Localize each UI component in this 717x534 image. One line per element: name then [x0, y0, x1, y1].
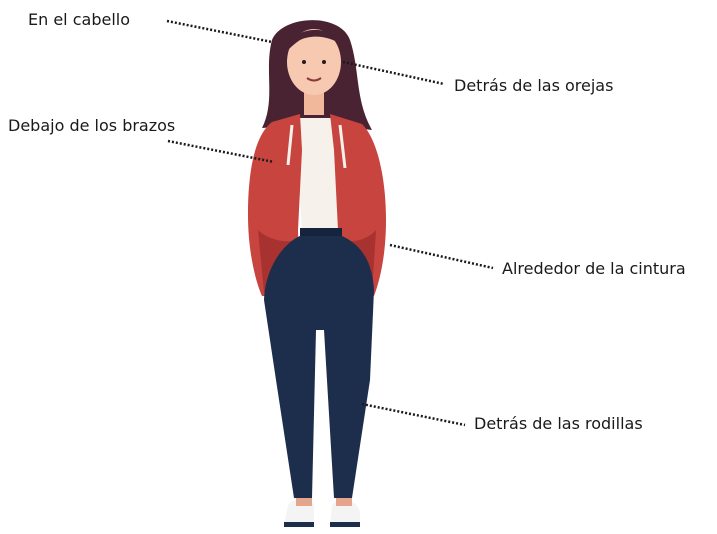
drawstring-right: [338, 124, 347, 169]
eye-left: [302, 60, 306, 64]
pants: [264, 236, 374, 498]
face: [287, 29, 341, 95]
sole-left: [284, 522, 314, 527]
leader-line-waist: [389, 243, 494, 270]
label-ears: Detrás de las orejas: [454, 76, 614, 95]
label-arms: Debajo de los brazos: [8, 116, 176, 135]
leader-line-ears: [342, 60, 445, 86]
mouth: [306, 77, 322, 82]
shirt: [296, 118, 342, 232]
leader-line-hair: [166, 19, 273, 44]
label-waist: Alrededor de la cintura: [502, 259, 686, 278]
label-hair: En el cabello: [28, 10, 130, 29]
hair-bangs: [286, 29, 342, 52]
label-knees: Detrás de las rodillas: [474, 414, 643, 433]
sole-right: [330, 522, 360, 527]
sock-right: [336, 498, 352, 506]
eye-right: [322, 60, 326, 64]
leader-line-knees: [361, 402, 466, 427]
sock-left: [296, 498, 312, 506]
drawstring-left: [286, 124, 294, 166]
